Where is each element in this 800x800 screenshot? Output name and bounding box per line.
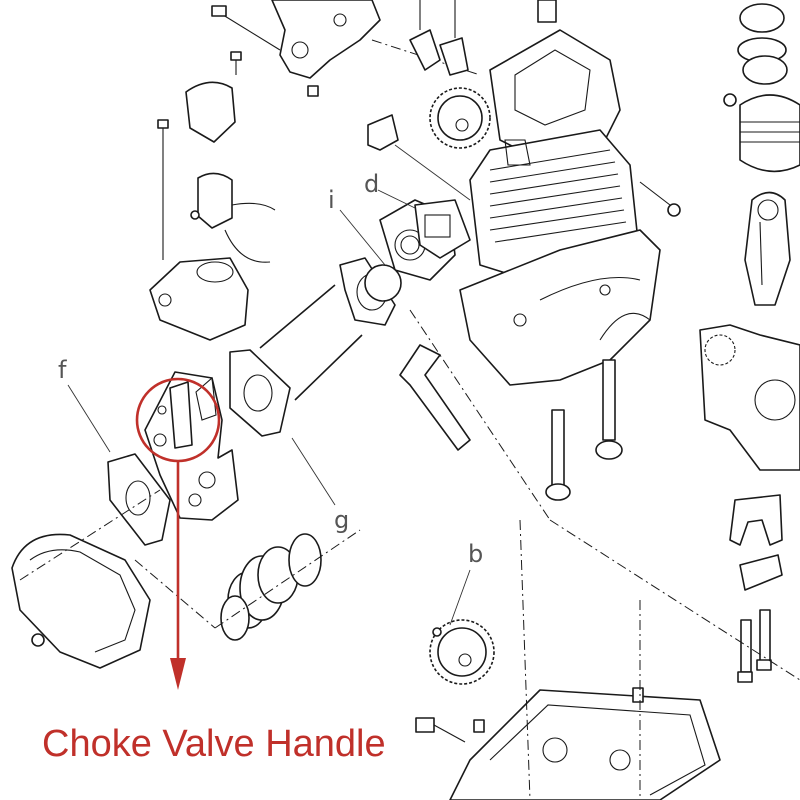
timing-gear xyxy=(429,619,495,685)
highlight-arrow-head xyxy=(170,658,186,690)
air-filter-housing xyxy=(11,533,151,669)
label-g: g xyxy=(334,506,349,534)
governor-body xyxy=(157,119,276,263)
piston xyxy=(723,93,800,173)
carb-gasket-g xyxy=(229,349,291,437)
intake-gasket-i xyxy=(339,257,402,326)
intake-rings xyxy=(220,533,322,641)
connecting-rod xyxy=(744,191,791,306)
piston-rings xyxy=(737,3,788,85)
label-f: f xyxy=(58,356,67,384)
label-i: i xyxy=(328,186,335,214)
leader-lines xyxy=(67,144,471,626)
intake-manifold xyxy=(149,257,249,341)
top-bracket xyxy=(211,0,481,97)
oil-pan xyxy=(449,687,721,800)
valves xyxy=(545,359,623,501)
crankshaft xyxy=(699,324,800,471)
label-d: d xyxy=(364,170,379,198)
highlight-callout xyxy=(135,377,221,690)
carburetor xyxy=(144,371,239,521)
small-parts-head xyxy=(367,114,681,217)
gasket-f xyxy=(107,453,171,546)
cam-gear xyxy=(429,87,491,149)
intake-gasket-d xyxy=(379,199,471,281)
pan-bolt xyxy=(415,717,466,743)
bearing-cap xyxy=(729,494,783,683)
highlight-circle xyxy=(135,377,221,463)
assembly-lines xyxy=(19,309,800,800)
governor-cover xyxy=(185,51,242,143)
label-b: b xyxy=(468,540,483,568)
crankcase xyxy=(459,229,661,386)
choke-valve-handle[interactable] xyxy=(169,381,193,449)
